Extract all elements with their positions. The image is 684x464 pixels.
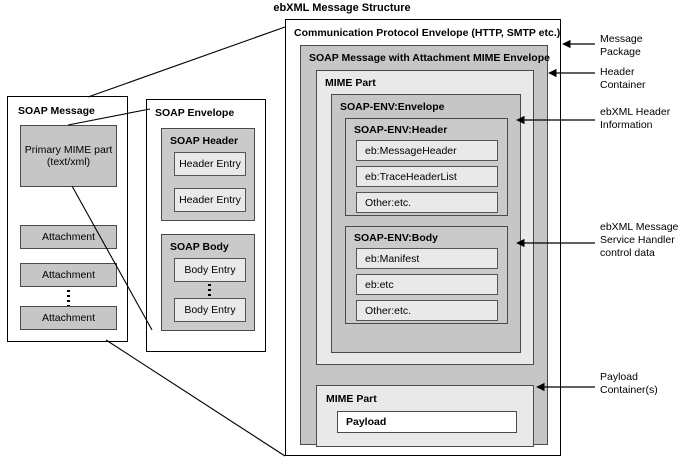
body-entry-box-2: Body Entry xyxy=(174,298,246,322)
header-entry-box-1: Header Entry xyxy=(174,152,246,176)
primary-mime-part-line1: Primary MIME part xyxy=(24,144,113,156)
body-entry-ellipsis xyxy=(208,284,211,297)
soapenv-body-entry-box-3: Other:etc. xyxy=(356,300,498,321)
communication-protocol-envelope: Communication Protocol Envelope (HTTP, S… xyxy=(285,19,561,456)
payload-label: Payload xyxy=(346,416,387,428)
soapenv-header-label: SOAP-ENV:Header xyxy=(354,124,448,136)
attachment-box-2: Attachment xyxy=(20,263,117,287)
mime-part-payload-container: MIME Part Payload xyxy=(316,385,534,447)
soap-envelope-container: SOAP Envelope SOAP Header Header Entry H… xyxy=(146,99,266,352)
mime-part-header-container: MIME Part SOAP-ENV:Envelope SOAP-ENV:Hea… xyxy=(316,70,534,365)
annotation-ebxml-msh-control-data: ebXML Message Service Handler control da… xyxy=(600,221,679,259)
annotation-payload-containers: Payload Container(s) xyxy=(600,371,658,396)
soapenv-body-container: SOAP-ENV:Body eb:Manifest eb:etc Other:e… xyxy=(345,226,508,324)
attachment-ellipsis xyxy=(67,290,70,306)
mime-part-header-label: MIME Part xyxy=(325,77,376,89)
soapenv-body-entry-label-3: Other:etc. xyxy=(365,304,412,317)
soapenv-header-entry-box-2: eb:TraceHeaderList xyxy=(356,166,498,187)
attachment-box-3: Attachment xyxy=(20,306,117,330)
annotation-header-container: Header Container xyxy=(600,66,646,91)
body-entry-label-2: Body Entry xyxy=(184,304,236,316)
page-title: ebXML Message Structure xyxy=(273,2,411,14)
soap-message-label: SOAP Message xyxy=(18,105,95,117)
communication-protocol-envelope-label: Communication Protocol Envelope (HTTP, S… xyxy=(294,27,561,39)
annotation-message-package: Message Package xyxy=(600,33,643,58)
header-entry-label-2: Header Entry xyxy=(179,194,241,206)
attachment-label-1: Attachment xyxy=(41,231,96,243)
header-entry-box-2: Header Entry xyxy=(174,188,246,212)
attachment-label-2: Attachment xyxy=(41,269,96,281)
soapenv-header-entry-box-1: eb:MessageHeader xyxy=(356,140,498,161)
soapenv-header-container: SOAP-ENV:Header eb:MessageHeader eb:Trac… xyxy=(345,118,508,216)
soap-message-container: SOAP Message Primary MIME part (text/xml… xyxy=(7,96,128,342)
soapenv-body-entry-box-2: eb:etc xyxy=(356,274,498,295)
soapenv-envelope-label: SOAP-ENV:Envelope xyxy=(340,101,445,113)
soapenv-body-label: SOAP-ENV:Body xyxy=(354,232,439,244)
header-entry-label-1: Header Entry xyxy=(179,158,241,170)
attachment-label-3: Attachment xyxy=(41,312,96,324)
primary-mime-part-box: Primary MIME part (text/xml) xyxy=(20,125,117,187)
primary-mime-part-line2: (text/xml) xyxy=(46,156,91,168)
soapenv-body-entry-box-1: eb:Manifest xyxy=(356,248,498,269)
soap-body-container: SOAP Body Body Entry Body Entry xyxy=(161,234,255,331)
attachment-box-1: Attachment xyxy=(20,225,117,249)
soap-attachment-mime-envelope-label: SOAP Message with Attachment MIME Envelo… xyxy=(309,52,550,64)
body-entry-label-1: Body Entry xyxy=(184,264,236,276)
soapenv-header-entry-label-2: eb:TraceHeaderList xyxy=(365,170,457,183)
soap-envelope-label: SOAP Envelope xyxy=(155,107,235,119)
body-entry-box-1: Body Entry xyxy=(174,258,246,282)
soapenv-body-entry-label-1: eb:Manifest xyxy=(365,252,420,265)
soapenv-envelope-container: SOAP-ENV:Envelope SOAP-ENV:Header eb:Mes… xyxy=(331,94,521,353)
soap-attachment-mime-envelope: SOAP Message with Attachment MIME Envelo… xyxy=(300,45,550,447)
soapenv-body-entry-label-2: eb:etc xyxy=(365,278,394,291)
soapenv-header-entry-box-3: Other:etc. xyxy=(356,192,498,213)
soapenv-header-entry-label-3: Other:etc. xyxy=(365,196,412,209)
payload-box: Payload xyxy=(337,411,517,433)
soap-header-label: SOAP Header xyxy=(170,135,239,147)
soapenv-header-entry-label-1: eb:MessageHeader xyxy=(365,144,457,157)
soap-body-label: SOAP Body xyxy=(170,241,229,253)
soap-header-container: SOAP Header Header Entry Header Entry xyxy=(161,128,255,221)
annotation-ebxml-header-information: ebXML Header Information xyxy=(600,106,671,131)
mime-part-payload-label: MIME Part xyxy=(326,393,377,405)
